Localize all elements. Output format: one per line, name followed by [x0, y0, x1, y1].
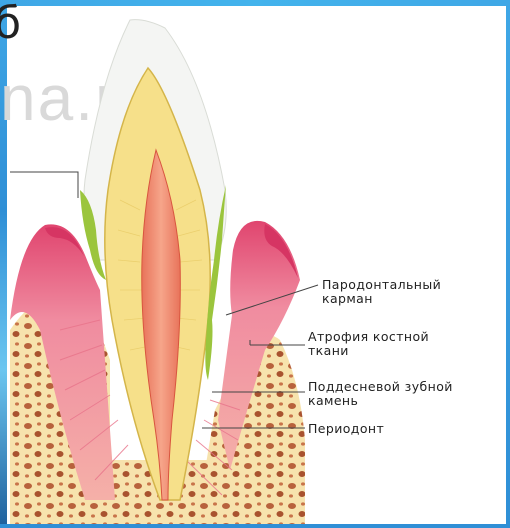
label-line: Атрофия костной [308, 330, 429, 344]
label-line: карман [322, 292, 441, 306]
label-line: Поддесневой зубной [308, 380, 453, 394]
label-line: Периодонт [308, 422, 384, 436]
label-line: ткани [308, 344, 429, 358]
label-periodontal-pocket: Пародонтальный карман [322, 278, 441, 306]
label-bone-atrophy: Атрофия костной ткани [308, 330, 429, 358]
label-line: Пародонтальный [322, 278, 441, 292]
label-line: камень [308, 394, 453, 408]
label-periodontium: Периодонт [308, 422, 384, 436]
label-subgingival-calculus: Поддесневой зубной камень [308, 380, 453, 408]
corner-letter: б [0, 2, 21, 46]
